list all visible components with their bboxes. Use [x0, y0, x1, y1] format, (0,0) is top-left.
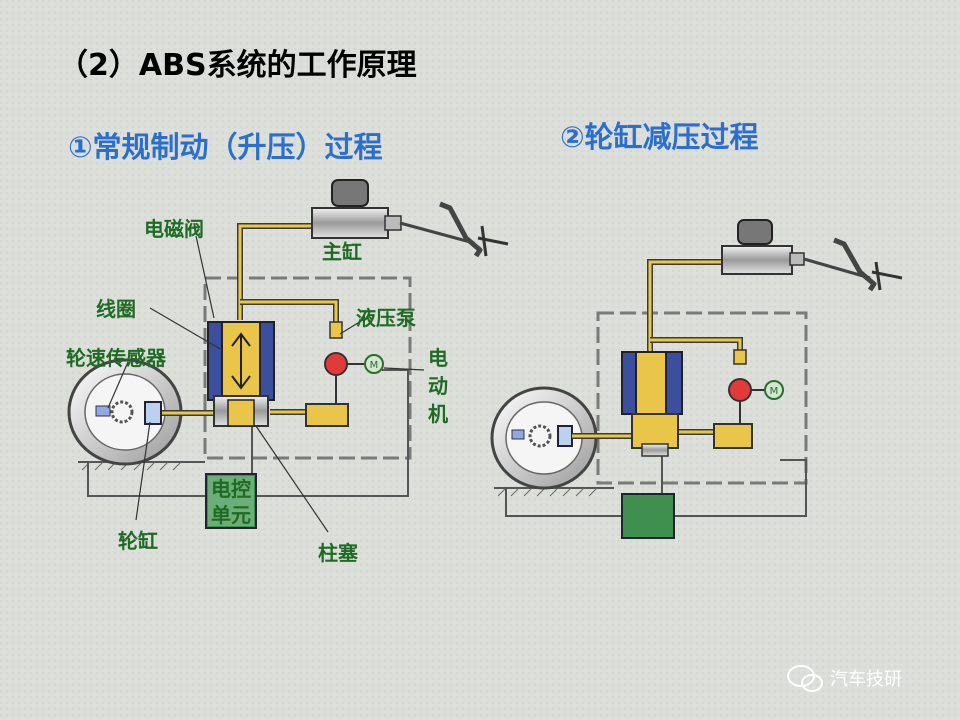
panel1-heading: ①常规制动（升压）过程 [68, 130, 383, 164]
label-wheel-cylinder: 轮缸 [118, 529, 158, 553]
watermark: 汽车技研 [830, 669, 902, 690]
svg-text:M: M [770, 386, 779, 397]
label-coil: 线圈 [96, 297, 136, 321]
panel2-diagram: M [490, 219, 903, 539]
label-plunger: 柱塞 [318, 541, 358, 565]
svg-text:M: M [370, 360, 379, 371]
label-master-cylinder: 主缸 [322, 240, 362, 264]
panel2-heading: ②轮缸减压过程 [560, 120, 759, 154]
wechat-icon [787, 665, 823, 692]
label-hydraulic-pump: 液压泵 [356, 306, 416, 330]
label-solenoid-valve: 电磁阀 [144, 217, 204, 241]
label-ecu: 电控单元 [211, 477, 251, 527]
label-wheel-speed-sensor: 轮速传感器 [66, 346, 166, 370]
page-title: （2）ABS系统的工作原理 [58, 48, 417, 83]
label-motor: 电动机 [428, 346, 448, 426]
panel1-diagram: M [67, 179, 509, 533]
